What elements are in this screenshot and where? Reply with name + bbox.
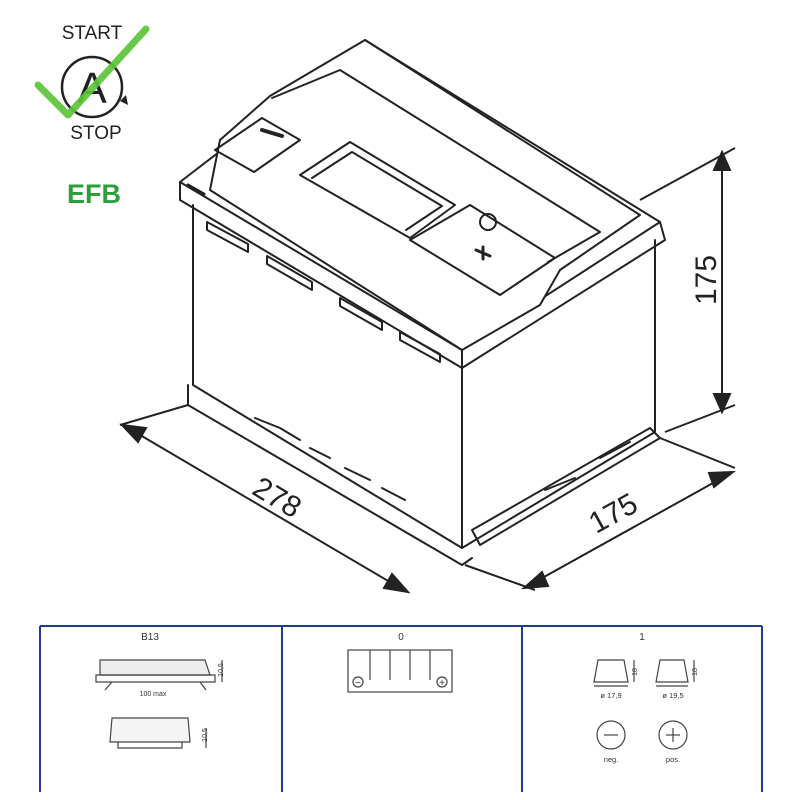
battery-lid-edge	[179, 181, 666, 369]
stop-label: STOP	[70, 123, 121, 144]
plus-circle-icon	[658, 720, 688, 750]
negative-terminal-icon	[593, 659, 629, 683]
spec-panels: B13 10,5 100 max 10,5 0	[39, 625, 763, 792]
hold-down-panel: B13 10,5 100 max 10,5	[95, 632, 225, 749]
minus-circle-icon	[596, 720, 626, 750]
auto-circle-icon	[60, 55, 124, 119]
hold-down-height-top: 10,5	[218, 663, 225, 677]
layout-panel: 0 − +	[347, 632, 453, 693]
efb-label: EFB	[67, 179, 121, 209]
pos-height: 18	[692, 668, 699, 676]
layout-minus-symbol: −	[355, 678, 361, 689]
start-label: START	[62, 23, 123, 44]
pos-label: pos.	[666, 755, 680, 764]
positive-terminal-area	[409, 204, 556, 296]
layout-plus-symbol: +	[439, 678, 445, 689]
height-dimension-label: 175	[690, 255, 723, 305]
neg-height: 18	[632, 668, 639, 676]
layout-code: 0	[398, 632, 404, 643]
hold-down-height-bottom: 10,5	[202, 728, 209, 742]
dimension-lines	[119, 147, 737, 594]
width-dimension-label: 175	[584, 487, 644, 540]
circle-arrow-icon	[120, 95, 128, 105]
neg-diameter: ø 17,9	[600, 691, 621, 700]
pos-diameter: ø 19,5	[662, 691, 683, 700]
checkmark-icon	[34, 25, 150, 119]
neg-label: neg.	[604, 755, 619, 764]
hold-down-max: 100 max	[140, 691, 167, 698]
battery-drawing: 278 175 175	[119, 39, 737, 594]
start-stop-badge: START A STOP EFB	[34, 23, 150, 209]
positive-terminal-icon	[655, 659, 689, 683]
length-dimension-label: 278	[247, 471, 307, 525]
terminal-code: 1	[639, 632, 645, 643]
negative-terminal-area	[214, 117, 301, 173]
terminal-panel: 1 18 18 ø 17,9 ø 19,5 neg. pos.	[593, 632, 699, 764]
battery-side-face	[461, 239, 656, 549]
handle-slot	[299, 141, 456, 239]
base-ledge-front	[187, 384, 473, 566]
hold-down-code: B13	[141, 632, 159, 643]
